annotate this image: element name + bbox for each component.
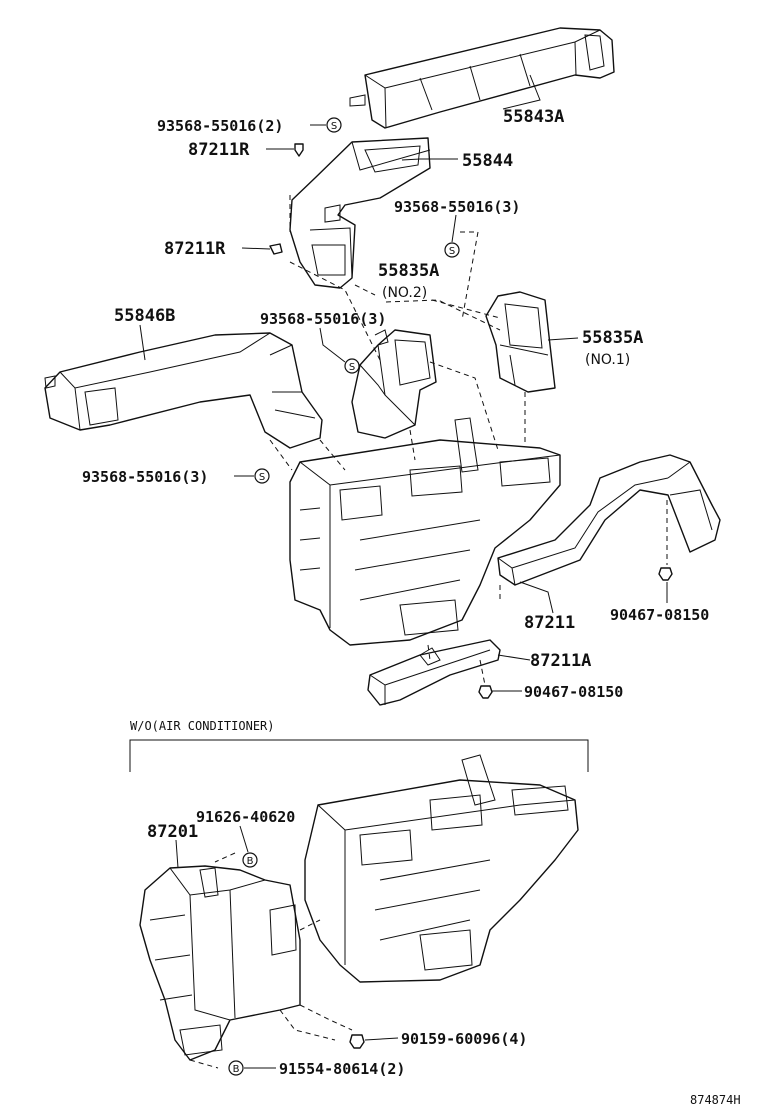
section-title: W/O(AIR CONDITIONER) bbox=[130, 719, 275, 733]
clip-87211r-lower bbox=[269, 243, 283, 255]
svg-text:S: S bbox=[449, 246, 455, 257]
blower-87201 bbox=[139, 865, 301, 1061]
symbol-s-3: S bbox=[344, 358, 360, 374]
label-55835a-no1: 55835A bbox=[582, 328, 643, 348]
dashed-guides bbox=[189, 195, 668, 1069]
bolt-90467-upper bbox=[658, 567, 673, 581]
duct-87211 bbox=[497, 454, 721, 586]
screw-90159 bbox=[349, 1034, 365, 1049]
label-87211r-b: 87211R bbox=[164, 239, 226, 259]
label-55843a: 55843A bbox=[503, 107, 564, 127]
symbol-s-2: S bbox=[444, 242, 460, 258]
duct-55846b bbox=[44, 332, 323, 449]
bolt-90467-lower bbox=[478, 685, 493, 699]
svg-text:S: S bbox=[259, 472, 265, 483]
label-87211: 87211 bbox=[524, 613, 575, 633]
label-no2: (NO.2) bbox=[382, 285, 427, 301]
duct-87211a bbox=[367, 639, 501, 706]
heater-unit-upper bbox=[289, 417, 561, 646]
symbol-s-4: S bbox=[254, 468, 270, 484]
label-87211a: 87211A bbox=[530, 651, 591, 671]
label-91626: 91626-40620 bbox=[196, 808, 295, 826]
label-93568-a: 93568-55016(2) bbox=[157, 117, 283, 135]
duct-55844 bbox=[289, 137, 431, 289]
clip-87211r-upper bbox=[294, 143, 304, 157]
diagram-id: 874874H bbox=[690, 1093, 741, 1107]
svg-text:S: S bbox=[349, 362, 355, 373]
label-93568-d: 93568-55016(3) bbox=[82, 468, 208, 486]
label-90159: 90159-60096(4) bbox=[401, 1030, 527, 1048]
duct-55835a-no2 bbox=[351, 329, 437, 439]
leader-lines bbox=[139, 74, 668, 1069]
symbol-b-1: B bbox=[242, 852, 258, 868]
label-91554: 91554-80614(2) bbox=[279, 1060, 405, 1078]
label-55846b: 55846B bbox=[114, 306, 175, 326]
label-55844: 55844 bbox=[462, 151, 513, 171]
svg-text:B: B bbox=[233, 1064, 240, 1075]
label-90467-a: 90467-08150 bbox=[610, 606, 709, 624]
label-87201: 87201 bbox=[147, 822, 198, 842]
label-55835a-no2: 55835A bbox=[378, 261, 439, 281]
symbol-s-1: S bbox=[326, 117, 342, 133]
label-93568-c: 93568-55016(3) bbox=[260, 310, 386, 328]
label-90467-b: 90467-08150 bbox=[524, 683, 623, 701]
svg-text:S: S bbox=[331, 121, 337, 132]
svg-text:B: B bbox=[247, 856, 254, 867]
label-no1: (NO.1) bbox=[585, 352, 630, 368]
label-87211r-a: 87211R bbox=[188, 140, 250, 160]
fasteners bbox=[269, 143, 673, 1049]
duct-55843a bbox=[349, 27, 615, 129]
heater-unit-lower bbox=[304, 754, 579, 983]
duct-55835a-no1 bbox=[485, 291, 556, 393]
label-93568-b: 93568-55016(3) bbox=[394, 198, 520, 216]
section-bracket bbox=[129, 739, 589, 772]
symbol-b-2: B bbox=[228, 1060, 244, 1076]
